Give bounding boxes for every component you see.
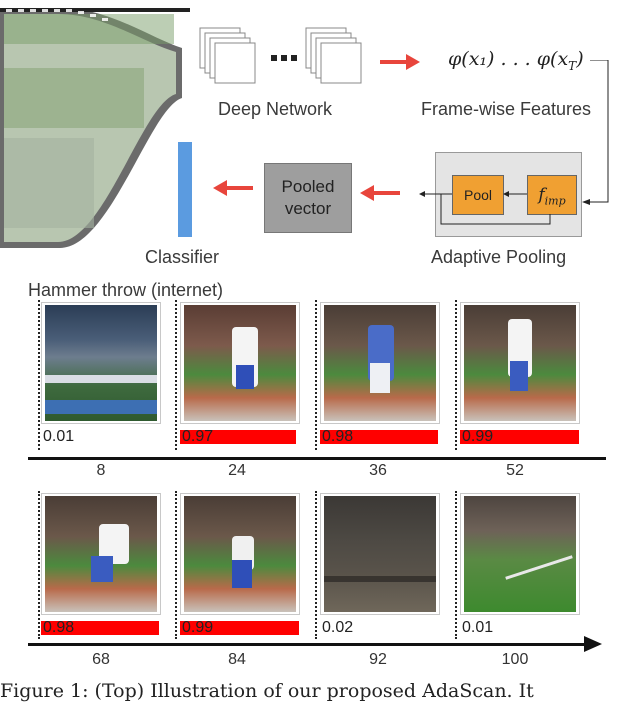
frame-divider (455, 491, 457, 639)
frame-divider (38, 300, 40, 450)
pool-label: Pool (463, 187, 493, 203)
score-text-24: 0.97 (182, 428, 214, 445)
frame-divider (315, 491, 317, 639)
features-formula-sub: T (568, 58, 577, 73)
timeline-axis (28, 643, 588, 646)
pooled-vector-box: Pooled vector (264, 163, 352, 233)
film-strip-icon (0, 8, 190, 248)
features-formula-main: φ(x₁) . . . φ(x (448, 48, 569, 70)
arrow-right-icon (380, 54, 420, 75)
score-bar-84 (180, 621, 299, 635)
classifier-bar (178, 142, 192, 237)
caption-fragment: Figure 1: (Top) Illustration of our prop… (0, 680, 534, 702)
tick-label: 52 (506, 462, 524, 479)
score-text-100: 0.01 (462, 619, 494, 636)
pooled-vector-line1: Pooled (281, 177, 335, 196)
score-text-84: 0.99 (182, 619, 214, 636)
video-title: Hammer throw (internet) (28, 280, 224, 300)
features-formula: φ(x₁) . . . φ(xT) (448, 48, 584, 73)
fimp-main: f (538, 185, 545, 205)
tick-label: 84 (228, 651, 246, 668)
frame-divider (38, 491, 40, 639)
frame-divider (455, 300, 457, 450)
timeline-axis (28, 457, 606, 460)
adaptive-pooling-label: Adaptive Pooling (431, 247, 567, 267)
video-frame-92 (320, 493, 440, 615)
classifier-label: Classifier (145, 247, 220, 267)
arrow-left-icon (360, 185, 400, 206)
tick-label: 68 (92, 651, 110, 668)
pooled-vector-line2: vector (284, 199, 332, 218)
score-text-36: 0.98 (322, 428, 354, 445)
tick-label: 8 (96, 462, 106, 479)
arrow-left-icon-2 (213, 180, 253, 201)
frame-wise-features-label: Frame-wise Features (421, 99, 592, 119)
tick-label: 100 (501, 651, 529, 668)
video-frame-68 (41, 493, 161, 615)
deep-network-label: Deep Network (218, 99, 333, 119)
tick-label: 36 (369, 462, 387, 479)
score-text-92: 0.02 (322, 619, 354, 636)
arrowhead-icon (584, 636, 602, 657)
frame-divider (315, 300, 317, 450)
score-text-8: 0.01 (43, 428, 75, 445)
score-text-52: 0.99 (462, 428, 494, 445)
score-text-68: 0.98 (43, 619, 75, 636)
connector-line (580, 59, 640, 210)
score-bar-52 (460, 430, 579, 444)
fimp-box: fimp (527, 175, 577, 215)
video-frame-8 (41, 302, 161, 424)
video-frame-100 (460, 493, 580, 615)
score-bar-24 (180, 430, 296, 444)
video-frame-52 (460, 302, 580, 424)
frame-divider (175, 491, 177, 639)
video-frame-36 (320, 302, 440, 424)
fimp-sub: imp (544, 194, 566, 208)
score-bar-36 (320, 430, 438, 444)
video-frame-84 (180, 493, 300, 615)
tick-label: 24 (228, 462, 246, 479)
pool-box: Pool (452, 175, 504, 215)
score-bar-68 (41, 621, 159, 635)
network-layers-icon (198, 26, 398, 86)
frame-divider (175, 300, 177, 450)
video-frame-24 (180, 302, 300, 424)
tick-label: 92 (369, 651, 387, 668)
panel-arrows (415, 160, 585, 240)
